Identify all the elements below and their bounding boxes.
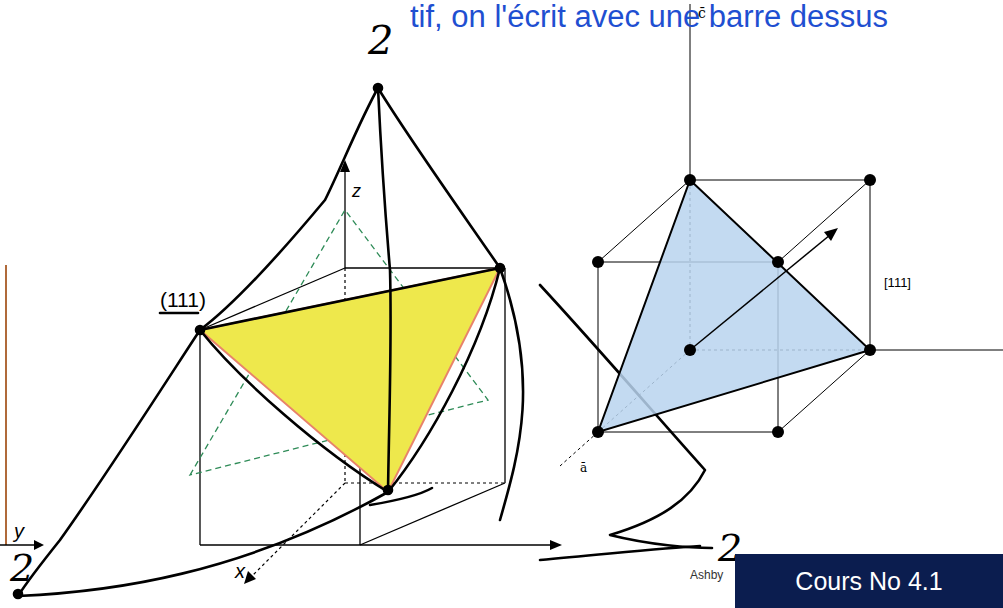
source-credit: Ashby — [690, 569, 723, 582]
handwritten-number: 2 — [368, 18, 393, 62]
axis-label: z — [352, 182, 361, 202]
axis-label: y — [14, 520, 24, 542]
plane-index: (111) — [160, 288, 206, 311]
banner-text: Cours No 4.1 — [795, 567, 942, 596]
handwritten-number: 2 — [10, 548, 34, 590]
axis-label: c̄ — [698, 6, 706, 21]
axis-label: x — [235, 560, 245, 582]
axis-label: ā — [580, 462, 587, 475]
direction-index: [111] — [884, 276, 911, 290]
slide-heading: tif, on l'écrit avec une barre dessus — [410, 0, 888, 34]
course-banner: Cours No 4.1 — [735, 554, 1003, 608]
